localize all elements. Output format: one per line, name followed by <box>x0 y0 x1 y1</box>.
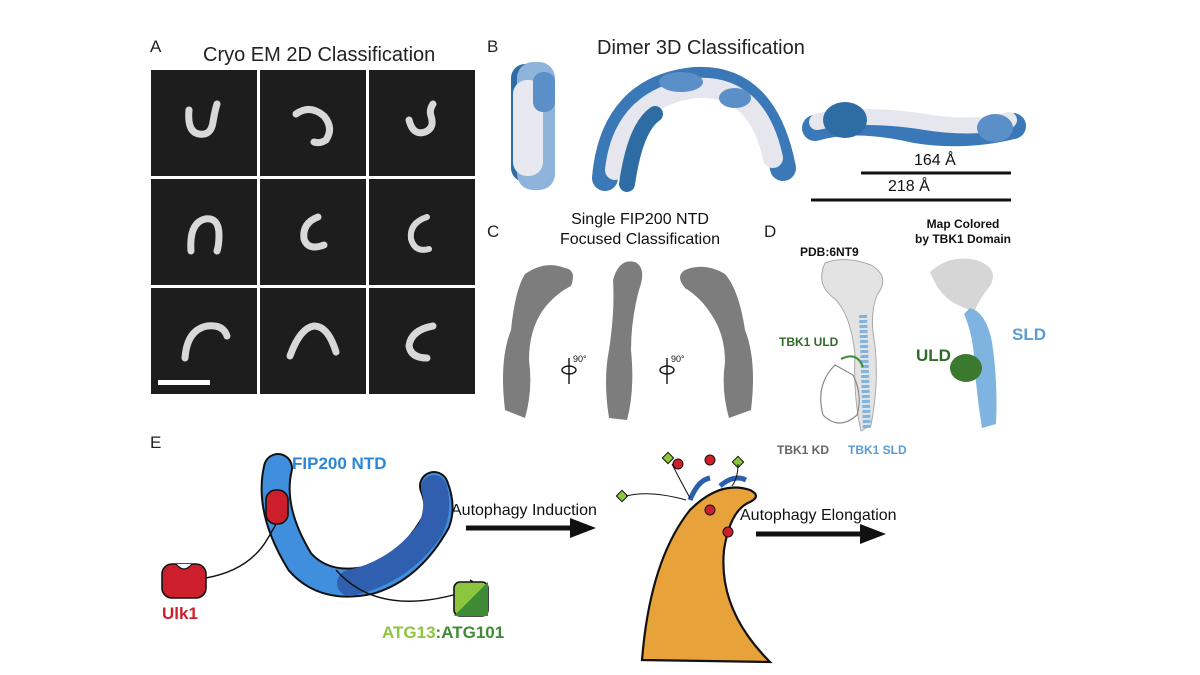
panel-b-title: Dimer 3D Classification <box>597 37 805 59</box>
class-average-2 <box>260 70 366 176</box>
single-ntd-density-maps <box>503 261 753 420</box>
ulk1-shape <box>161 523 277 599</box>
rotation-arrow-1-icon <box>561 358 577 384</box>
measure-short-label: 164 Å <box>914 152 956 169</box>
ulk1-binding-site <box>265 489 289 525</box>
class-average-5 <box>260 179 366 285</box>
ntd-view-1 <box>503 265 573 418</box>
map-colored-title: Map Colored by TBK1 Domain <box>898 217 1028 247</box>
map-colored-title-line2: by TBK1 Domain <box>914 232 1011 246</box>
rotation-arrow-2-icon <box>659 358 675 384</box>
panel-c-title-line1: Single FIP200 NTD <box>571 211 709 228</box>
panel-c-title: Single FIP200 NTD Focused Classification <box>540 210 740 250</box>
arrow-induction-head <box>570 518 596 538</box>
model-schematic <box>161 451 886 664</box>
atg-complex-label: ATG13:ATG101 <box>382 623 504 643</box>
tbk1-sld-label: TBK1 SLD <box>848 443 907 457</box>
autophagy-induction-label: Autophagy Induction <box>451 502 597 519</box>
fip200-ntd-label: FIP200 NTD <box>292 454 387 473</box>
tbk1-uld-label: TBK1 ULD <box>779 335 839 349</box>
pdb-label: PDB:6NT9 <box>800 245 859 259</box>
dimer-top-view <box>802 102 1026 147</box>
ntd-view-3 <box>680 266 753 418</box>
map-colored-title-line1: Map Colored <box>926 217 1000 231</box>
ntd-view-2 <box>606 261 643 420</box>
class-average-8 <box>260 288 366 394</box>
panel-c-letter: C <box>487 222 500 241</box>
panel-a-title: Cryo EM 2D Classification <box>203 44 436 66</box>
dimer-front-view <box>592 66 796 192</box>
atg13-label: ATG13 <box>382 623 436 642</box>
measure-long-label: 218 Å <box>888 178 930 195</box>
panel-c-title-line2: Focused Classification <box>559 231 721 248</box>
panel-d-letter: D <box>764 222 777 241</box>
sld-label: SLD <box>1012 325 1046 344</box>
uld-label: ULD <box>916 346 951 365</box>
domain-colored-map <box>930 258 997 428</box>
class-average-6 <box>369 179 475 285</box>
dimer-density-maps <box>511 62 1026 202</box>
atg101-label: ATG101 <box>441 623 505 642</box>
autophagy-elongation-label: Autophagy Elongation <box>740 507 897 524</box>
class-average-9 <box>369 288 475 394</box>
fip200-ntd-shape <box>260 453 454 598</box>
tbk1-fitted-model <box>820 259 884 432</box>
class-average-4 <box>151 179 257 285</box>
panel-a-letter: A <box>150 37 162 56</box>
rotation-label-1: 90° <box>573 354 587 364</box>
tbk1-kd-label: TBK1 KD <box>777 443 830 457</box>
dimer-side-view <box>511 62 555 190</box>
arrow-elongation-head <box>860 524 886 544</box>
atg-colon: : <box>435 623 442 642</box>
rotation-label-2: 90° <box>671 354 685 364</box>
atg13-atg101-shape <box>335 569 489 617</box>
phagophore-membrane <box>615 451 773 664</box>
ulk1-label: Ulk1 <box>162 604 198 623</box>
class-average-3 <box>369 70 475 176</box>
class-average-1 <box>151 70 257 176</box>
panel-b-letter: B <box>487 37 499 56</box>
scale-bar <box>158 380 210 385</box>
panel-e-letter: E <box>150 433 162 452</box>
class-average-7 <box>151 288 257 394</box>
